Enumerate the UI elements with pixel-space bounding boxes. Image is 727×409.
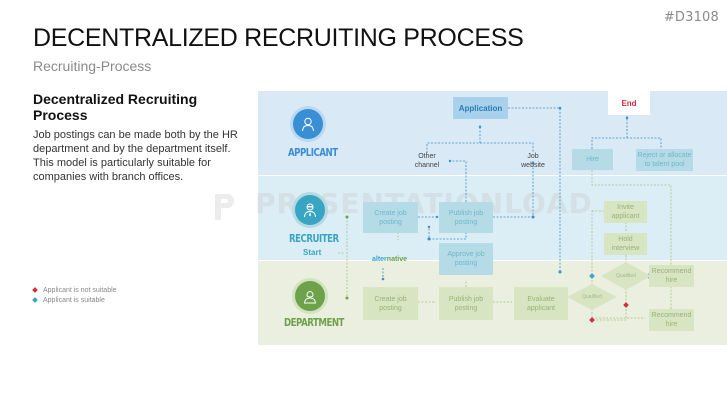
node-other-channel: Other channel xyxy=(414,153,440,169)
decision-label: Qualified xyxy=(582,294,602,300)
node-department-publish-job-posting: Publish job posting xyxy=(439,287,493,320)
alternative-label: alternative xyxy=(372,256,407,263)
lane-label-department: DEPARTMENT xyxy=(284,317,344,329)
node-approve-job-posting: Approve job posting xyxy=(439,243,493,275)
node-evaluate-applicant: Evaluate applicant xyxy=(514,287,568,320)
decision-qualified-2: Qualified xyxy=(567,284,617,310)
node-reject-or-allocate: Reject or allocate to talent pool xyxy=(636,149,693,171)
node-recruiter-create-job-posting: Create job posting xyxy=(363,202,418,233)
sidebar-body: Job postings can be made both by the HR … xyxy=(33,129,238,183)
legend-label: Applicant is not suitable xyxy=(43,286,117,294)
department-person-icon xyxy=(295,281,325,311)
legend: Applicant is not suitable Applicant is s… xyxy=(32,285,117,305)
node-job-website: Job website xyxy=(521,153,545,169)
start-label: Start xyxy=(303,248,322,257)
applicant-person-icon xyxy=(293,109,323,139)
node-department-create-job-posting: Create job posting xyxy=(363,287,418,320)
node-hire: Hire xyxy=(572,149,613,170)
alternative-label-part-b: native xyxy=(386,256,408,263)
alternative-label-part-a: alter xyxy=(372,256,387,263)
node-invite-applicant: Invite applicant xyxy=(604,201,647,223)
lane-label-recruiter: RECRUITER xyxy=(289,233,339,245)
legend-label: Applicant is suitable xyxy=(43,296,105,304)
recruiter-person-icon xyxy=(295,195,325,225)
node-recruiter-publish-job-posting: Publish job posting xyxy=(439,202,493,233)
watermark-logo-icon xyxy=(215,194,234,220)
cyan-diamond-icon xyxy=(32,297,38,303)
decision-qualified-1: Qualified xyxy=(601,262,651,290)
node-recommend-hire-2: Recommend hire xyxy=(649,309,694,331)
lane-label-applicant: APPLICANT xyxy=(288,147,338,159)
decision-label: Qualified xyxy=(616,273,636,279)
sidebar-heading: Decentralized Recruiting Process xyxy=(33,91,198,123)
page-subtitle: Recruiting-Process xyxy=(33,58,152,74)
red-diamond-icon xyxy=(32,287,38,293)
page-title: DECENTRALIZED RECRUITING PROCESS xyxy=(33,24,524,52)
node-recommend-hire-1: Recommend hire xyxy=(649,265,694,287)
legend-item-suitable: Applicant is suitable xyxy=(32,295,117,305)
legend-item-not-suitable: Applicant is not suitable xyxy=(32,285,117,295)
slide-id: #D3108 xyxy=(663,10,719,25)
node-application: Application xyxy=(453,97,508,119)
node-hold-interview: Hold interview xyxy=(604,233,647,255)
node-end: End xyxy=(608,91,650,115)
